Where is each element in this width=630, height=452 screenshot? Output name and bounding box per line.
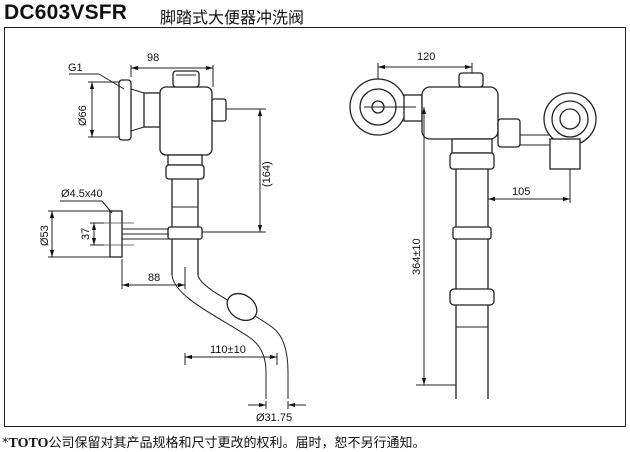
dim-364: 364±10 — [411, 238, 423, 275]
model-number: DC603VSFR — [4, 1, 128, 24]
footer-notice: *TOTO公司保留对其产品规格和尺寸更改的权利。届时，恕不另行通知。 — [2, 432, 425, 452]
dim-37: 37 — [80, 228, 92, 240]
dim-diameter-53: Ø53 — [39, 225, 51, 246]
dim-pipe-diameter: Ø31.75 — [256, 412, 292, 424]
right-view — [349, 63, 597, 399]
brand-name: TOTO — [8, 436, 49, 451]
product-title: 脚踏式大便器冲洗阀 — [160, 8, 305, 27]
footer-text: 公司保留对其产品规格和尺寸更改的权利。届时，恕不另行通知。 — [48, 436, 426, 451]
dim-164: (164) — [261, 161, 273, 187]
footer-star: * — [2, 436, 9, 451]
dim-88: 88 — [148, 272, 160, 284]
dim-120: 120 — [417, 51, 435, 63]
dim-105: 105 — [512, 186, 530, 198]
technical-drawing: 98 G1 Ø66 (164) Ø4.5x40 Ø53 37 88 110±10… — [39, 51, 597, 424]
dim-98: 98 — [147, 52, 159, 64]
drawing-frame — [4, 27, 626, 427]
dim-screw: Ø4.5x40 — [61, 188, 103, 200]
dim-g1: G1 — [68, 62, 83, 74]
left-view — [48, 65, 306, 409]
dim-110: 110±10 — [210, 344, 246, 356]
dim-diameter-66: Ø66 — [77, 105, 89, 126]
